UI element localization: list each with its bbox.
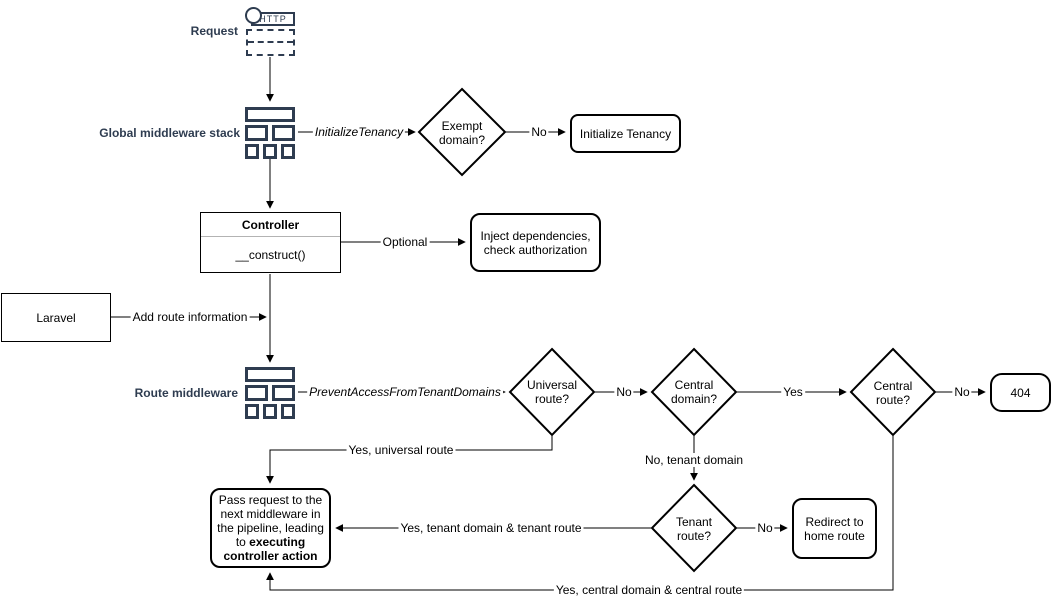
pass-request-text: Pass request to the next middleware in t… <box>217 493 324 549</box>
edge-label-initialize-tenancy: InitializeTenancy <box>312 125 406 139</box>
global-middleware-stack-icon <box>245 107 295 159</box>
route-middleware-stack-icon <box>245 367 295 419</box>
inject-dependencies-box: Inject dependencies, check authorization <box>470 213 601 272</box>
central-route-text: Central route? <box>873 379 913 407</box>
tenant-route-text: Tenant route? <box>675 515 713 543</box>
controller-title: Controller <box>201 213 340 237</box>
controller-construct: __construct() <box>235 247 306 262</box>
edge-label-yes-central-domain: Yes, central domain & central route <box>553 583 745 597</box>
central-domain-diamond <box>650 347 738 437</box>
laravel-box: Laravel <box>1 293 111 342</box>
universal-route-text: Universal route? <box>526 378 578 406</box>
redirect-home-box: Redirect to home route <box>792 498 877 559</box>
edge-label-universal-no: No <box>614 385 634 399</box>
initialize-tenancy-box: Initialize Tenancy <box>570 114 681 153</box>
http-request-icon: HTTP <box>244 5 297 57</box>
pass-request-bold-text: executing controller action <box>223 535 318 563</box>
controller-box: Controller __construct() <box>200 212 341 273</box>
tenant-route-diamond <box>650 483 738 573</box>
request-circle-icon <box>245 7 262 24</box>
exempt-domain-text: Exempt domain? <box>438 119 486 147</box>
central-domain-text: Central domain? <box>670 378 718 406</box>
edge-label-no-tenant-domain: No, tenant domain <box>642 453 746 467</box>
exempt-domain-diamond <box>417 87 507 177</box>
request-label: Request <box>190 24 238 38</box>
edge-label-central-route-no: No <box>952 385 972 399</box>
pass-request-box: Pass request to the next middleware in t… <box>210 488 331 568</box>
edge-label-tenant-no: No <box>755 521 775 535</box>
edge-label-optional: Optional <box>380 235 430 249</box>
edge-label-prevent-access: PreventAccessFromTenantDomains <box>307 385 503 399</box>
edge-label-yes-tenant-domain: Yes, tenant domain & tenant route <box>398 521 584 535</box>
request-body-icon <box>246 29 295 56</box>
edge-label-exempt-no: No <box>529 125 549 139</box>
404-box: 404 <box>990 373 1051 412</box>
global-middleware-stack-label: Global middleware stack <box>99 126 240 140</box>
route-middleware-label: Route middleware <box>134 386 238 400</box>
universal-route-diamond <box>508 347 596 437</box>
central-route-diamond <box>849 347 937 437</box>
edge-label-add-route-information: Add route information <box>130 310 250 324</box>
edge-label-central-domain-yes: Yes <box>781 385 805 399</box>
edge-label-yes-universal-route: Yes, universal route <box>346 443 456 457</box>
